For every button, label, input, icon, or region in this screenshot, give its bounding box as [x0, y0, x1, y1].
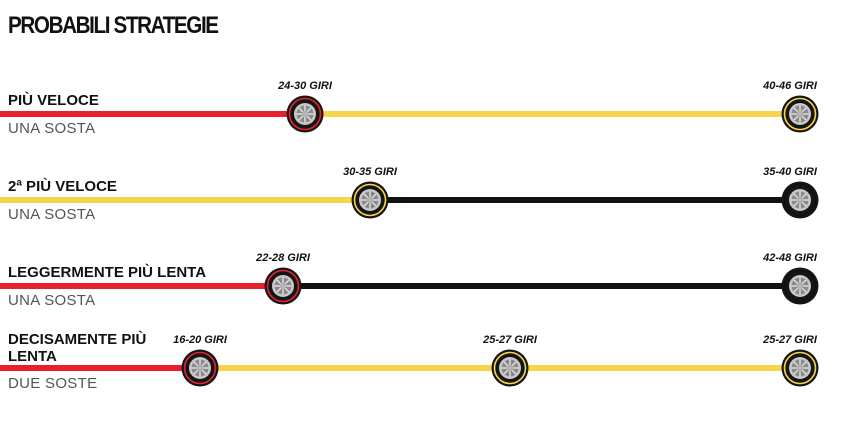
- stint-laps-label: 35-40 GIRI: [763, 166, 817, 178]
- stint-bar: [370, 197, 800, 203]
- tyre-icon: [264, 267, 302, 305]
- strategy-name: 2ª PIÙ VELOCE: [8, 178, 117, 195]
- strategy-stops: UNA SOSTA: [8, 292, 96, 309]
- strategy-row-much-slower: DECISAMENTE PIÙ LENTA DUE SOSTE 16-20 GI…: [0, 331, 850, 394]
- tyre-graphic: [781, 181, 819, 219]
- tyre-graphic: [264, 267, 302, 305]
- stint-bar: [283, 283, 800, 289]
- stint-laps-label: 30-35 GIRI: [343, 166, 397, 178]
- tyre-graphic: [351, 181, 389, 219]
- page-title: PROBABILI STRATEGIE: [8, 12, 219, 39]
- stint-bar: [510, 365, 800, 371]
- tyre-icon: [181, 349, 219, 387]
- tyre-graphic: [781, 267, 819, 305]
- stint-bar: [0, 283, 283, 289]
- tyre-graphic: [181, 349, 219, 387]
- strategy-stops: DUE SOSTE: [8, 375, 98, 392]
- strategy-row-slightly-slower: LEGGERMENTE PIÙ LENTA UNA SOSTA 22-28 GI…: [0, 250, 850, 310]
- stint-laps-label: 16-20 GIRI: [173, 334, 227, 346]
- strategy-row-second-fastest: 2ª PIÙ VELOCE UNA SOSTA 30-35 GIRI 35-40…: [0, 164, 850, 224]
- strategy-name: PIÙ VELOCE: [8, 92, 99, 109]
- stint-bar: [200, 365, 510, 371]
- stint-laps-label: 25-27 GIRI: [763, 334, 817, 346]
- tyre-icon: [351, 181, 389, 219]
- tyre-icon: [781, 349, 819, 387]
- tyre-graphic: [286, 95, 324, 133]
- stint-laps-label: 24-30 GIRI: [278, 80, 332, 92]
- tyre-icon: [286, 95, 324, 133]
- tyre-graphic: [781, 95, 819, 133]
- stint-laps-label: 22-28 GIRI: [256, 252, 310, 264]
- tyre-icon: [781, 181, 819, 219]
- strategy-name: DECISAMENTE PIÙ LENTA: [8, 331, 147, 365]
- tyre-icon: [491, 349, 529, 387]
- tyre-icon: [781, 95, 819, 133]
- tyre-graphic: [781, 349, 819, 387]
- stint-bar: [0, 365, 200, 371]
- stint-bar: [0, 197, 370, 203]
- strategy-stops: UNA SOSTA: [8, 206, 96, 223]
- strategy-name: LEGGERMENTE PIÙ LENTA: [8, 264, 207, 281]
- stint-bar: [305, 111, 800, 117]
- tyre-graphic: [491, 349, 529, 387]
- tyre-icon: [781, 267, 819, 305]
- strategy-stops: UNA SOSTA: [8, 120, 96, 137]
- stint-laps-label: 25-27 GIRI: [483, 334, 537, 346]
- stint-laps-label: 40-46 GIRI: [763, 80, 817, 92]
- stint-laps-label: 42-48 GIRI: [763, 252, 817, 264]
- stint-bar: [0, 111, 305, 117]
- strategy-row-fastest: PIÙ VELOCE UNA SOSTA 24-30 GIRI 40-46 GI…: [0, 78, 850, 138]
